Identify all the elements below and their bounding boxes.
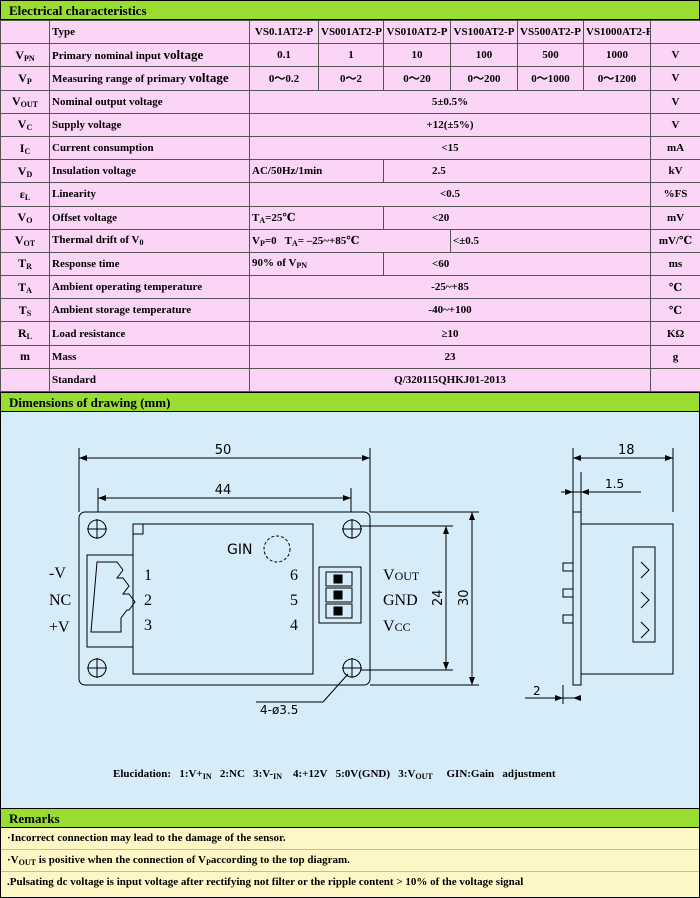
- table-row: TA Ambient operating temperature -25~+85…: [1, 276, 700, 299]
- pin-label: VCC: [383, 618, 411, 635]
- remark-item: ·VOUT is positive when the connection of…: [1, 850, 699, 872]
- dim-18-label: 18: [618, 443, 635, 458]
- pin-label: NC: [49, 592, 71, 609]
- elucidation: Elucidation: 1:V+IN 2:NC 3:V-IN 4:+12V 5…: [113, 768, 556, 781]
- drawing-svg: 50 44 GIN -V NC +V 1 2: [1, 412, 699, 808]
- table-row: Standard Q/320115QHKJ01-2013: [1, 368, 700, 391]
- spec-table: Type VS0.1AT2-P VS001AT2-P VS010AT2-P VS…: [0, 20, 700, 392]
- dim-50-label: 50: [215, 443, 232, 458]
- table-row: IC Current consumption <15 mA: [1, 136, 700, 159]
- hole-label: 4-ø3.5: [260, 703, 298, 717]
- pin-number: 3: [144, 617, 152, 634]
- pin-label: -V: [49, 565, 66, 582]
- dim-44-label: 44: [215, 483, 232, 498]
- remark-item: ·Incorrect connection may lead to the da…: [1, 828, 699, 850]
- remark-item: .Pulsating dc voltage is input voltage a…: [1, 872, 699, 893]
- table-row: m Mass 23 g: [1, 345, 700, 368]
- table-row: VC Supply voltage +12(±5%) V: [1, 113, 700, 136]
- dim-24-label: 24: [431, 589, 446, 606]
- pin-label: VOUT: [383, 567, 420, 584]
- table-row: Type VS0.1AT2-P VS001AT2-P VS010AT2-P VS…: [1, 21, 700, 44]
- table-row: VP Measuring range of primary voltage 0～…: [1, 67, 700, 90]
- dim-2-label: 2: [533, 684, 541, 698]
- table-row: εL Linearity <0.5 %FS: [1, 183, 700, 206]
- gin-label: GIN: [227, 542, 252, 558]
- pin-label: +V: [49, 619, 70, 636]
- table-row: VD Insulation voltage AC/50Hz/1min 2.5 k…: [1, 160, 700, 183]
- mounting-holes: [87, 519, 362, 678]
- table-row: VOUT Nominal output voltage 5±0.5% V: [1, 90, 700, 113]
- dimension-drawing: 50 44 GIN -V NC +V 1 2: [0, 412, 700, 808]
- remarks-header: Remarks: [0, 808, 700, 828]
- pin-label: GND: [383, 592, 418, 609]
- table-row: RL Load resistance ≥10 KΩ: [1, 322, 700, 345]
- pin-number: 6: [290, 567, 298, 584]
- pin-number: 5: [290, 592, 298, 609]
- dim-1-5-label: 1.5: [605, 477, 624, 491]
- table-row: VPN Primary nominal input voltage 0.1 1 …: [1, 44, 700, 67]
- pin-number: 2: [144, 592, 152, 609]
- pin-number: 4: [290, 617, 298, 634]
- electrical-header: Electrical characteristics: [0, 0, 700, 20]
- table-row: VO Offset voltage TA=25℃ <20 mV: [1, 206, 700, 229]
- table-row: TR Response time 90% of VPN <60 ms: [1, 252, 700, 275]
- remarks-list: ·Incorrect connection may lead to the da…: [0, 828, 700, 898]
- dimensions-header: Dimensions of drawing (mm): [0, 392, 700, 412]
- table-row: TS Ambient storage temperature -40~+100 …: [1, 299, 700, 322]
- dim-30-label: 30: [457, 589, 472, 606]
- table-row: VOT Thermal drift of V0 VP=0 TA= –25~+85…: [1, 229, 700, 252]
- pin-number: 1: [144, 567, 152, 584]
